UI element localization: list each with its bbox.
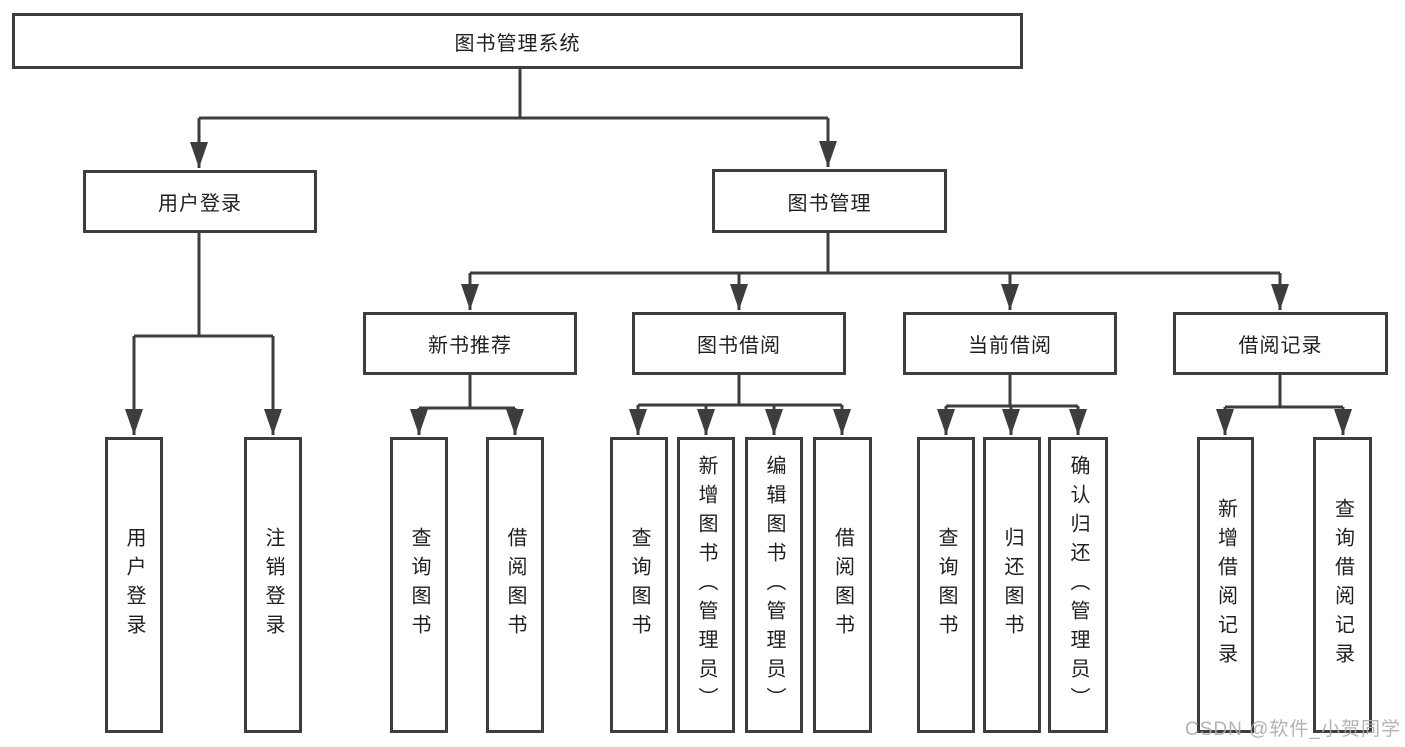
leaf-return-books: 归还图书 <box>983 437 1041 733</box>
node-borrowing-records-label: 借阅记录 <box>1238 335 1323 357</box>
leaf-borrow-books-recommend: 借阅图书 <box>486 437 544 733</box>
node-book-management: 图书管理 <box>712 169 947 233</box>
leaf-add-borrow-record: 新增借阅记录 <box>1197 437 1254 733</box>
node-new-book-recommendation-label: 新书推荐 <box>428 335 512 357</box>
node-user-login-label: 用户登录 <box>158 193 242 215</box>
leaf-logout: 注销登录 <box>244 437 302 733</box>
leaf-user-login-label: 用户登录 <box>123 527 145 643</box>
leaf-add-books-admin: 新增图书（管理员） <box>677 437 735 733</box>
leaf-query-borrow-record-label: 查询借阅记录 <box>1331 498 1354 672</box>
leaf-confirm-return-admin: 确认归还（管理员） <box>1048 437 1108 733</box>
node-book-borrowing: 图书借阅 <box>632 312 846 375</box>
leaf-edit-books-admin: 编辑图书（管理员） <box>745 437 803 733</box>
leaf-logout-label: 注销登录 <box>262 527 284 643</box>
csdn-watermark: CSDN @软件_小贺同学 <box>1185 719 1401 740</box>
leaf-query-books-current: 查询图书 <box>917 437 975 733</box>
node-current-borrowing: 当前借阅 <box>903 312 1117 375</box>
node-root: 图书管理系统 <box>12 13 1023 69</box>
node-borrowing-records: 借阅记录 <box>1173 312 1388 375</box>
leaf-edit-books-admin-label: 编辑图书（管理员） <box>763 454 785 716</box>
node-root-label: 图书管理系统 <box>454 32 581 55</box>
node-current-borrowing-label: 当前借阅 <box>968 335 1052 357</box>
node-book-borrowing-label: 图书借阅 <box>697 335 781 357</box>
leaf-borrow-books-recommend-label: 借阅图书 <box>504 527 526 643</box>
leaf-query-books-recommend-label: 查询图书 <box>408 527 430 643</box>
leaf-borrow-books-borrowing-label: 借阅图书 <box>831 527 854 643</box>
leaf-confirm-return-admin-label: 确认归还（管理员） <box>1067 454 1089 716</box>
leaf-query-books-borrowing: 查询图书 <box>610 437 668 733</box>
leaf-return-books-label: 归还图书 <box>1001 527 1023 643</box>
leaf-query-books-recommend: 查询图书 <box>390 437 448 733</box>
leaf-query-books-borrowing-label: 查询图书 <box>628 527 650 643</box>
leaf-add-borrow-record-label: 新增借阅记录 <box>1214 498 1237 672</box>
node-user-login: 用户登录 <box>83 170 317 233</box>
leaf-add-books-admin-label: 新增图书（管理员） <box>695 454 717 716</box>
node-new-book-recommendation: 新书推荐 <box>363 312 577 375</box>
leaf-query-borrow-record: 查询借阅记录 <box>1313 437 1372 733</box>
leaf-query-books-current-label: 查询图书 <box>935 527 957 643</box>
leaf-borrow-books-borrowing: 借阅图书 <box>813 437 872 733</box>
leaf-user-login: 用户登录 <box>105 437 163 733</box>
node-book-management-label: 图书管理 <box>787 192 872 215</box>
